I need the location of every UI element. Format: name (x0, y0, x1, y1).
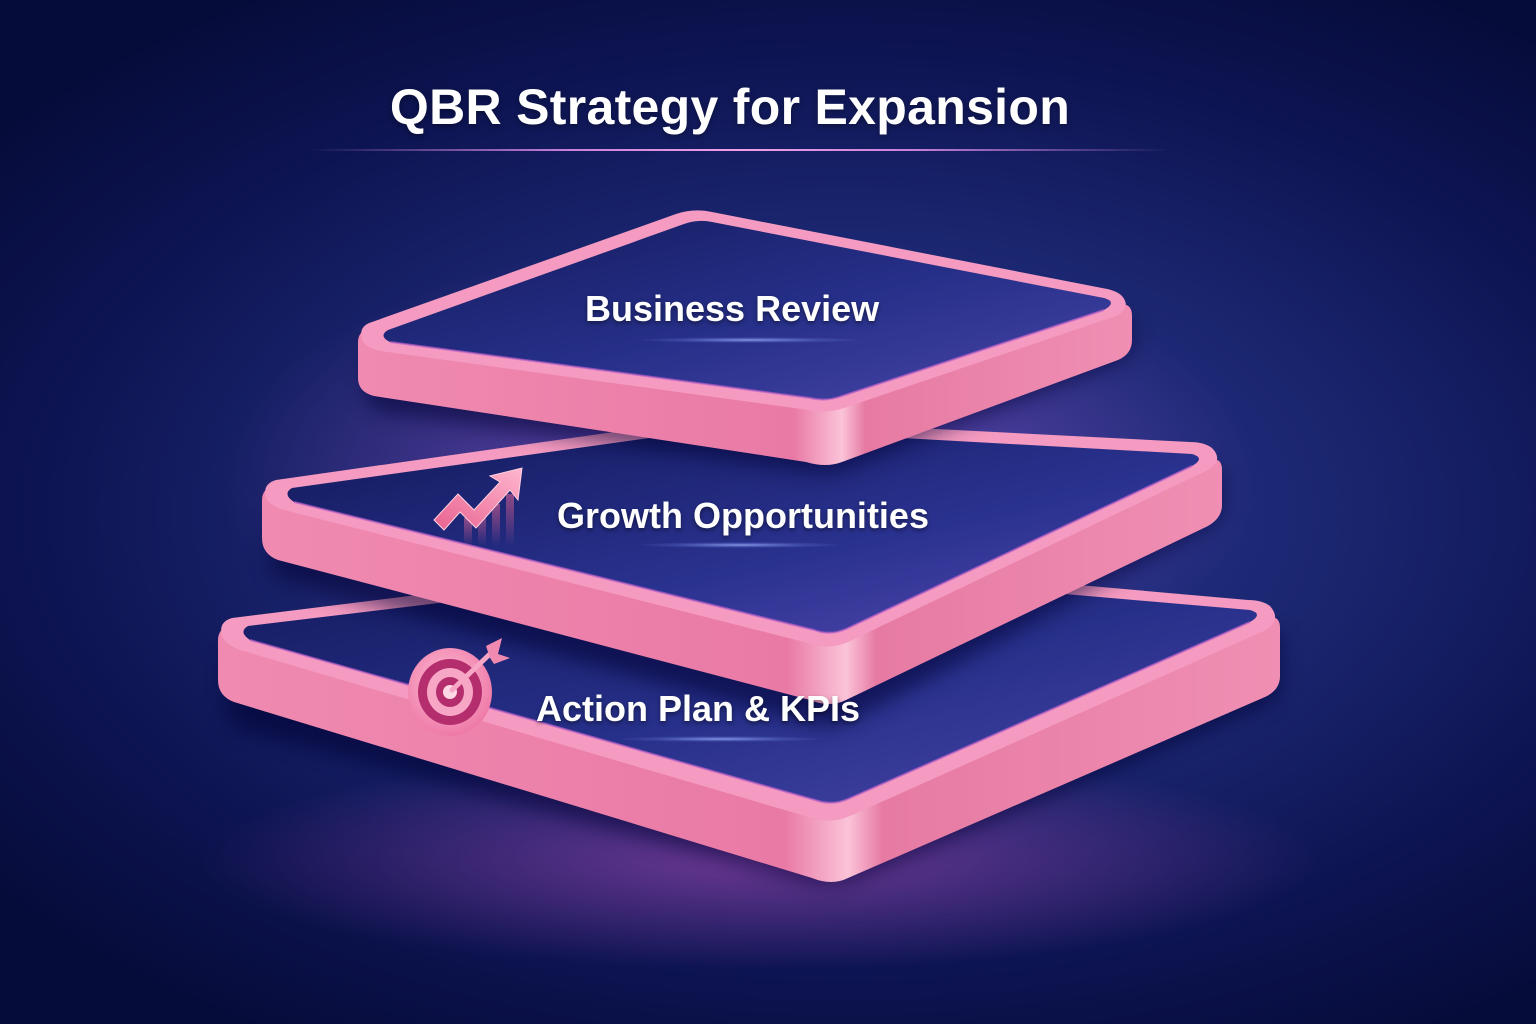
layer-label-growth-opportunities: Growth Opportunities (557, 495, 929, 536)
title-divider (310, 149, 1170, 151)
layer-top (358, 210, 1132, 473)
trending-up-arrow-icon (433, 467, 523, 546)
label-glow (620, 736, 820, 742)
label-glow (640, 337, 860, 343)
target-dart-icon (408, 638, 510, 736)
layer-label-business-review: Business Review (585, 288, 880, 329)
page-title: QBR Strategy for Expansion (389, 79, 1071, 135)
layer-label-action-plan-kpis: Action Plan & KPIs (536, 688, 861, 729)
label-glow (640, 542, 840, 548)
